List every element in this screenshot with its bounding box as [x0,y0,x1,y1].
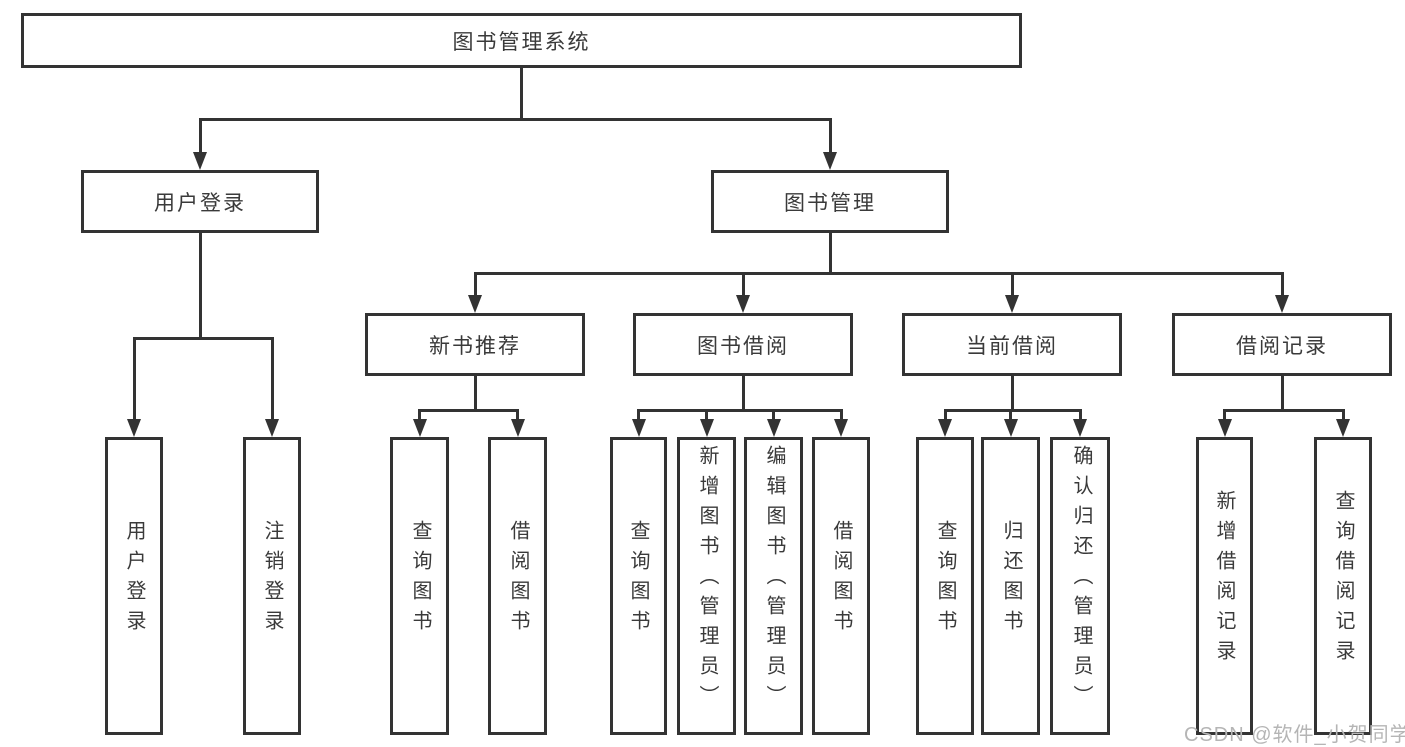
node-label: 编辑图书（管理员） [763,445,785,715]
connector-line [705,409,708,425]
node-label: 借阅图书 [507,520,529,640]
diagram-node-root: 图书管理系统 [21,13,1022,68]
diagram-node-rec-query-book: 查询图书 [390,437,449,735]
connector-line [772,409,775,425]
connector-line [1280,376,1284,412]
connector-line [637,409,843,412]
diagram-node-rec-borrow-book: 借阅图书 [488,437,547,735]
connector-line [132,337,136,425]
connector-line [828,233,832,275]
diagram-node-book-borrow: 图书借阅 [633,313,853,376]
arrow-down-icon [834,419,848,437]
diagram-node-new-book-rec: 新书推荐 [365,313,585,376]
node-label: 借阅图书 [830,520,852,640]
connector-line [637,409,640,425]
arrow-down-icon [1005,295,1019,313]
connector-line [198,118,832,121]
diagram-node-current-borrow: 当前借阅 [902,313,1122,376]
connector-line [270,337,274,425]
arrow-down-icon [1336,419,1350,437]
diagram-node-cb-return-book: 归还图书 [981,437,1040,735]
diagram-node-bb-query-book: 查询图书 [610,437,667,735]
connector-line [1010,272,1014,301]
arrow-down-icon [127,419,141,437]
node-label: 查询图书 [409,520,431,640]
node-label: 查询图书 [934,520,956,640]
arrow-down-icon [510,419,525,437]
connector-line [418,409,421,425]
node-label: 确认归还（管理员） [1070,445,1092,715]
connector-line [1223,409,1345,412]
diagram-node-bb-edit-book: 编辑图书（管理员） [744,437,803,735]
connector-line [1078,409,1082,425]
node-label: 借阅记录 [1236,334,1328,358]
connector-line [520,68,523,121]
diagram-node-bb-add-book: 新增图书（管理员） [677,437,736,735]
arrow-down-icon [823,152,837,170]
node-label: 图书借阅 [697,334,789,358]
connector-line [473,376,477,412]
diagram-node-br-query-record: 查询借阅记录 [1314,437,1372,735]
connector-line [198,233,202,340]
watermark: CSDN @软件_小贺同学 [1184,724,1405,746]
connector-line [839,409,843,425]
arrow-down-icon [468,295,482,313]
node-label: 用户登录 [154,191,246,215]
arrow-down-icon [699,419,714,437]
connector-line [132,337,274,340]
arrow-down-icon [193,152,207,170]
diagram-node-book-mgmt: 图书管理 [711,170,949,233]
connector-line [943,409,947,425]
node-label: 新书推荐 [429,334,521,358]
node-label: 查询借阅记录 [1332,490,1354,670]
diagram-node-cb-query-book: 查询图书 [916,437,974,735]
connector-line [516,409,519,425]
connector-line [198,118,202,158]
connector-line [1280,272,1284,301]
connector-line [1009,409,1012,425]
node-label: 图书管理 [784,191,876,215]
arrow-down-icon [938,419,952,437]
connector-line [828,118,832,158]
node-label: 新增图书（管理员） [696,445,718,715]
arrow-down-icon [736,295,750,313]
node-label: 用户登录 [123,520,145,640]
connector-line [1223,409,1226,425]
diagram-node-user-login: 用户登录 [81,170,319,233]
arrow-down-icon [265,419,279,437]
connector-line [473,272,477,301]
arrow-down-icon [412,419,427,437]
arrow-down-icon [631,419,646,437]
node-label: 图书管理系统 [452,30,591,54]
connector-line [418,409,519,412]
connector-line [473,272,1284,275]
arrow-down-icon [1003,419,1018,437]
connector-line [943,409,1082,412]
diagram-node-bb-borrow-book: 借阅图书 [812,437,870,735]
node-label: 新增借阅记录 [1213,490,1235,670]
diagram-node-borrow-records: 借阅记录 [1172,313,1392,376]
arrow-down-icon [1073,419,1087,437]
connector-line [1341,409,1345,425]
node-label: 归还图书 [1000,520,1022,640]
connector-line [741,272,745,301]
connector-line [1010,376,1014,412]
diagram-node-cb-confirm: 确认归还（管理员） [1050,437,1110,735]
diagram-node-login: 用户登录 [105,437,163,735]
node-label: 注销登录 [261,520,283,640]
arrow-down-icon [1275,295,1289,313]
arrow-down-icon [1217,419,1232,437]
node-label: 当前借阅 [966,334,1058,358]
connector-line [741,376,745,412]
diagram-node-logout: 注销登录 [243,437,301,735]
arrow-down-icon [766,419,781,437]
node-label: 查询图书 [627,520,649,640]
diagram-node-br-add-record: 新增借阅记录 [1196,437,1253,735]
